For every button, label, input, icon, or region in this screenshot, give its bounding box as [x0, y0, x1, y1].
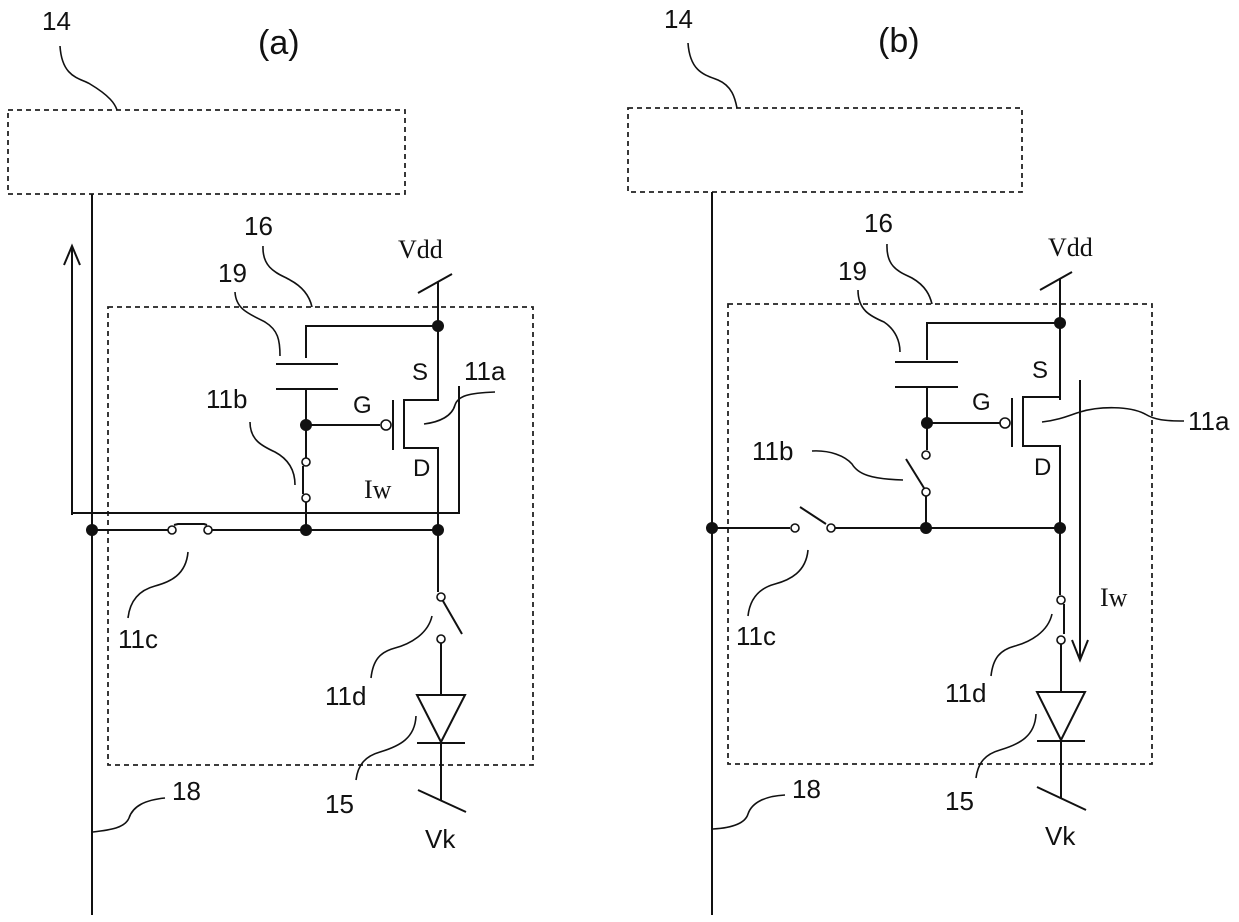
label-switch-d: 11d	[325, 681, 366, 711]
label-pixel: 16	[864, 208, 893, 238]
pin-source: S	[1032, 357, 1048, 384]
label-switch-c: 11c	[736, 621, 776, 651]
label-vdd: Vdd	[398, 235, 443, 264]
leader-capacitor	[235, 292, 280, 356]
current-path-a	[72, 386, 459, 513]
switch-c-terminal-right	[827, 524, 835, 532]
transistor-11a-channel	[404, 326, 438, 530]
label-el-element: 15	[325, 789, 354, 819]
panel-b: (b) 14 18 16 Vdd 19 S G D 11a	[628, 4, 1230, 915]
label-switch-c: 11c	[118, 624, 158, 654]
switch-b-terminal-bottom	[922, 488, 930, 496]
switch-c-blade-open	[800, 507, 826, 524]
switch-c-terminal-left	[168, 526, 176, 534]
leader-switch-c	[748, 550, 808, 616]
leader-switch-b	[250, 422, 295, 485]
cap-top-wire	[306, 326, 438, 358]
switch-d-terminal-top	[1057, 596, 1065, 604]
label-source-line: 18	[792, 774, 821, 804]
switch-b-terminal-bottom	[302, 494, 310, 502]
label-switch-d: 11d	[945, 678, 986, 708]
label-pixel: 16	[244, 211, 273, 241]
leader-transistor	[1042, 408, 1184, 422]
label-current: Iw	[1100, 583, 1128, 612]
pin-drain: D	[413, 455, 430, 482]
driver-block-14	[628, 108, 1022, 192]
leader-pixel	[263, 246, 312, 307]
leader-source-line	[713, 795, 785, 829]
switch-d-blade-open	[443, 601, 462, 634]
gate-bubble	[381, 420, 391, 430]
switch-d-terminal-bottom	[437, 635, 445, 643]
switch-c-terminal-left	[791, 524, 799, 532]
label-current: Iw	[364, 475, 392, 504]
label-source-line: 18	[172, 776, 201, 806]
label-driver: 14	[42, 6, 71, 36]
switch-b-terminal-top	[302, 458, 310, 466]
label-transistor: 11a	[1188, 406, 1230, 436]
panel-b-title: (b)	[878, 22, 920, 60]
leader-el-element	[356, 716, 416, 780]
leader-capacitor	[858, 290, 900, 352]
el-diode-15	[417, 695, 465, 742]
pin-gate: G	[353, 392, 372, 419]
node-switch-b	[300, 524, 312, 536]
pin-gate: G	[972, 389, 991, 416]
label-vdd: Vdd	[1048, 233, 1093, 262]
pixel-block-16	[728, 304, 1152, 764]
switch-c-blade-closed	[174, 524, 207, 525]
gate-bubble	[1000, 418, 1010, 428]
leader-driver	[688, 43, 737, 108]
label-capacitor: 19	[838, 256, 867, 286]
leader-switch-c	[128, 552, 188, 618]
label-driver: 14	[664, 4, 693, 34]
label-capacitor: 19	[218, 258, 247, 288]
leader-switch-d	[991, 614, 1052, 676]
label-transistor: 11a	[464, 356, 506, 386]
pin-source: S	[412, 359, 428, 386]
label-vk: Vk	[425, 824, 456, 854]
label-vk: Vk	[1045, 821, 1076, 851]
switch-c-terminal-right	[204, 526, 212, 534]
label-el-element: 15	[945, 786, 974, 816]
label-switch-b: 11b	[752, 436, 793, 466]
vdd-rail-symbol	[1040, 272, 1072, 290]
switch-b-terminal-top	[922, 451, 930, 459]
leader-driver	[60, 46, 117, 110]
switch-d-terminal-top	[437, 593, 445, 601]
el-diode-15	[1037, 692, 1085, 740]
leader-switch-b	[812, 451, 903, 480]
leader-source-line	[93, 798, 165, 832]
vdd-rail-symbol	[418, 274, 452, 293]
leader-el-element	[976, 714, 1036, 778]
pin-drain: D	[1034, 454, 1051, 481]
node-switch-b	[920, 522, 932, 534]
leader-pixel	[887, 244, 932, 304]
node-source-line	[706, 522, 718, 534]
label-switch-b: 11b	[206, 384, 247, 414]
switch-b-blade-open	[906, 459, 924, 488]
driver-block-14	[8, 110, 405, 194]
cap-top-wire	[927, 323, 1060, 360]
panel-a: (a) 14 18 16 Vdd 19	[8, 6, 533, 915]
node-source-line	[86, 524, 98, 536]
panel-a-title: (a)	[258, 24, 300, 62]
switch-d-terminal-bottom	[1057, 636, 1065, 644]
leader-switch-d	[371, 616, 432, 678]
transistor-11a-channel	[1023, 323, 1060, 527]
